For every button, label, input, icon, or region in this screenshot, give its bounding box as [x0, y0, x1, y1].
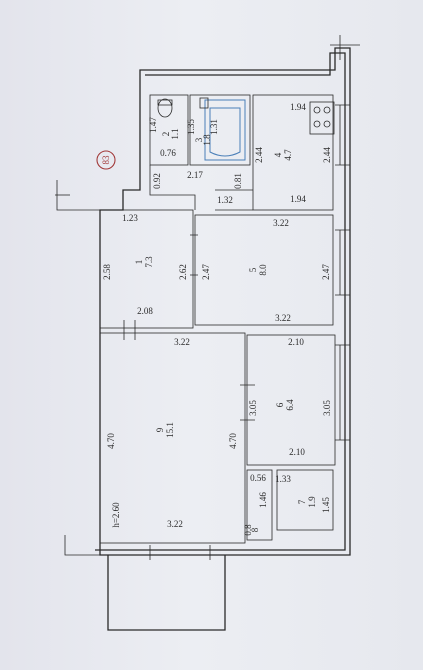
- dim-r4-right: 2.44: [322, 147, 332, 163]
- dim-r6-top: 2.10: [288, 337, 304, 347]
- room-2-area: 1.1: [170, 128, 180, 139]
- dim-r6-right: 3.05: [322, 400, 332, 416]
- room-7-area: 1.9: [307, 496, 317, 508]
- dimension-labels: 1.47 0.76 1.35 1.31 2.17 1.94 2.44 2.44 …: [102, 102, 332, 529]
- room-6-area: 6.4: [285, 399, 295, 411]
- dim-r4-top: 1.94: [290, 102, 306, 112]
- dim-r6-bottom: 2.10: [289, 447, 305, 457]
- stove-icon: [309, 101, 335, 135]
- room-2-id: 2: [161, 132, 171, 137]
- room-3-id: 3: [194, 137, 204, 142]
- dim-r4-bottom: 1.94: [290, 194, 306, 204]
- dim-r5-right: 2.47: [321, 264, 331, 280]
- dim-r1-bottom: 2.08: [137, 306, 153, 316]
- dim-r7-side: 1.45: [321, 497, 331, 513]
- room-5-id: 5: [248, 267, 258, 272]
- dim-r5-left: 2.47: [201, 264, 211, 280]
- room-1-id: 1: [134, 260, 144, 265]
- room-5-area: 8.0: [258, 264, 268, 276]
- room-7-id: 7: [297, 499, 307, 504]
- room-9-area: 15.1: [165, 422, 175, 438]
- dim-r8-side: 1.46: [258, 492, 268, 508]
- windows: [149, 104, 350, 560]
- dim-r9-left: 4.70: [106, 433, 116, 449]
- dim-r1-left: 2.58: [102, 264, 112, 280]
- dim-r3-bottom: 2.17: [187, 170, 203, 180]
- dim-r9-top: 3.22: [174, 337, 190, 347]
- dim-r5-bottom: 3.22: [275, 313, 291, 323]
- outer-walls: [55, 35, 360, 631]
- dim-r5-top: 3.22: [273, 218, 289, 228]
- partitions: [99, 94, 336, 544]
- dim-hall-081: 0.81: [233, 173, 243, 189]
- dim-r3-left: 1.35: [186, 119, 196, 135]
- dim-r8-top: 0.56: [250, 473, 266, 483]
- dim-hall-132: 1.32: [217, 195, 233, 205]
- fixtures: [123, 97, 335, 421]
- room-8-id: 8: [250, 527, 260, 532]
- dim-r3-right: 1.31: [209, 119, 219, 135]
- room-3-area: 1.8: [202, 134, 212, 146]
- dim-r7-top: 1.33: [275, 474, 291, 484]
- dim-hall-123: 1.23: [122, 213, 138, 223]
- dim-r4-left: 2.44: [254, 147, 264, 163]
- dim-r9-right: 4.70: [228, 433, 238, 449]
- room-4-area: 4.7: [283, 149, 293, 161]
- room-1-area: 7.3: [144, 256, 154, 268]
- dim-hall-092: 0.92: [152, 173, 162, 189]
- room-8-area: 0.8: [243, 524, 253, 536]
- plan-number: 83: [101, 155, 111, 165]
- room-9-id: 9: [155, 427, 165, 432]
- dim-r1-right: 2.62: [178, 264, 188, 280]
- ceiling-height: h=2.60: [111, 502, 121, 528]
- dim-r2-left: 1.47: [148, 117, 158, 133]
- dim-r2-bottom: 0.76: [160, 148, 176, 158]
- room-4-id: 4: [273, 152, 283, 157]
- room-labels: 2 1.1 3 1.8 4 4.7 1 7.3 5 8.0 6 6.4 7 1.…: [134, 128, 317, 535]
- plan-number-badge: [96, 150, 116, 170]
- dim-r6-left: 3.05: [248, 400, 258, 416]
- dim-r9-bottom: 3.22: [167, 519, 183, 529]
- room-6-id: 6: [275, 402, 285, 407]
- toilet-icon: [157, 98, 173, 118]
